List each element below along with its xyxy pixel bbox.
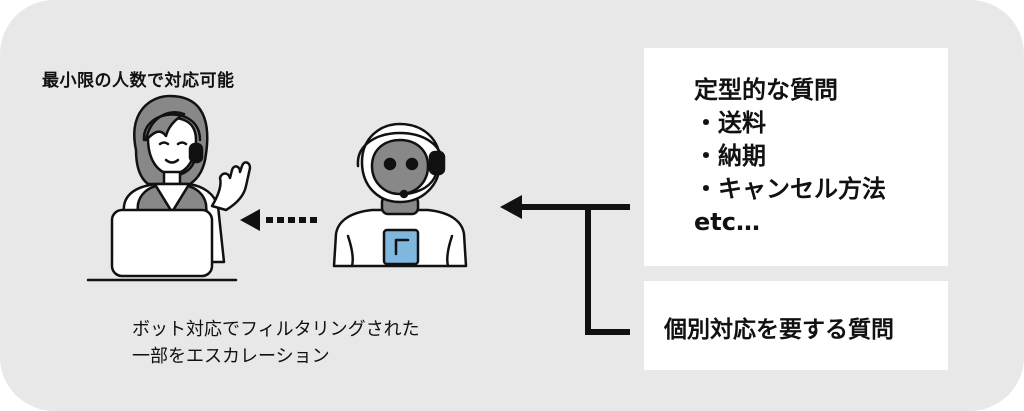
routine-item-delivery: ・納期 [694,142,766,170]
escalation-dot [299,217,306,223]
routine-title: 定型的な質問 [694,76,838,104]
connector-lines [518,204,630,335]
robot-chest-panel [382,228,420,266]
escalation-dot [288,217,295,223]
operator-person-icon [86,94,252,282]
escalation-dot [310,217,317,223]
escalation-dot [266,217,273,223]
escalation-arrow-head [240,209,260,231]
connector-arrow-head [500,195,522,219]
escalation-dotted-arrow [240,209,317,231]
individual-questions-box: 個別対応を要する質問 [644,281,948,370]
routine-questions-box: 定型的な質問 ・送料 ・納期 ・キャンセル方法 etc… [644,48,948,266]
routine-item-cancel: ・キャンセル方法 [694,175,886,203]
routine-item-etc: etc… [694,208,760,236]
individual-questions-label: 個別対応を要する質問 [664,317,894,343]
top-note: 最小限の人数で対応可能 [42,71,235,91]
connector-bracket [585,204,630,335]
escalation-dot [277,217,284,223]
bottom-note: ボット対応でフィルタリングされた 一部をエスカレーション [132,316,512,370]
bottom-note-line-1: ボット対応でフィルタリングされた [132,319,420,340]
laptop-icon [86,208,238,282]
headset-icon [142,113,202,142]
robot-icon [332,122,468,268]
bottom-note-line-2: 一部をエスカレーション [132,346,330,367]
routine-questions-text: 定型的な質問 ・送料 ・納期 ・キャンセル方法 etc… [694,74,886,239]
routine-item-shipping: ・送料 [694,109,766,137]
